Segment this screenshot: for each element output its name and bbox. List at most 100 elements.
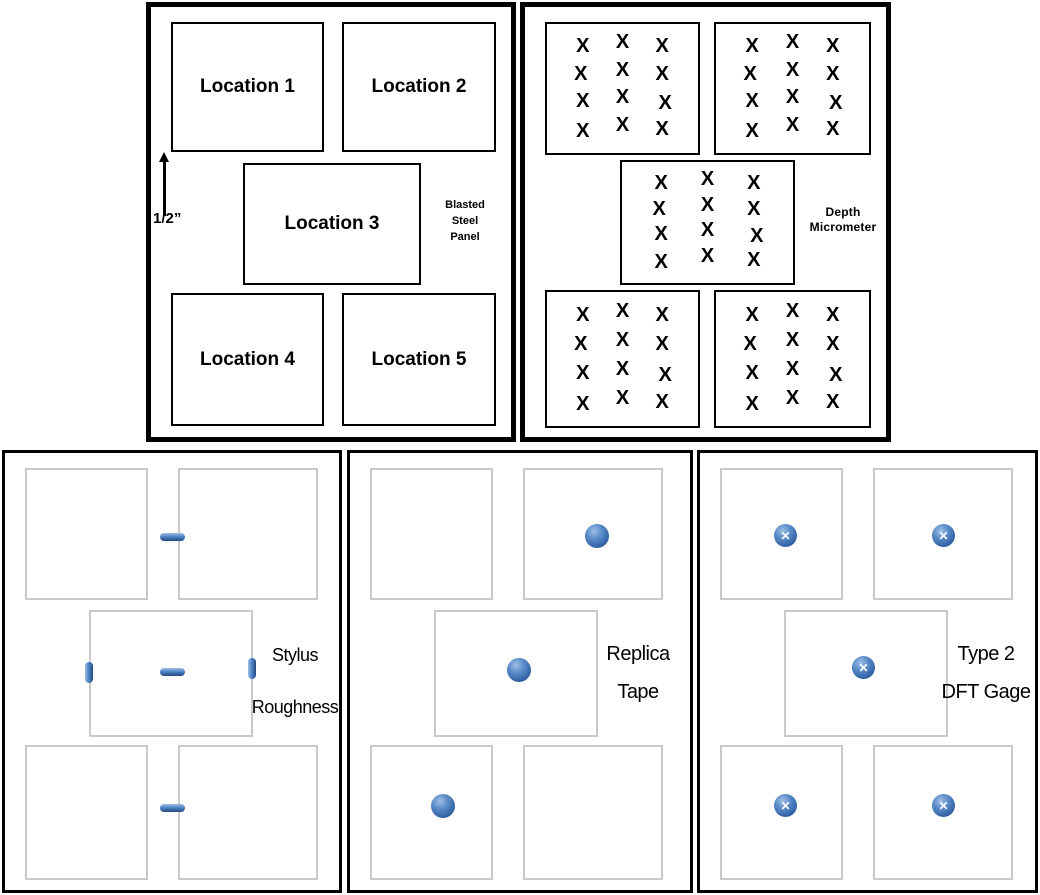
x-mark: X bbox=[785, 357, 800, 380]
x-mark: X bbox=[826, 62, 840, 85]
replica-tape-panel: Replica Tape bbox=[347, 450, 693, 893]
location-1-label: Location 1 bbox=[199, 76, 295, 97]
location-4-label: Location 4 bbox=[199, 348, 295, 370]
x-mark: X bbox=[700, 245, 715, 268]
up-arrow-icon bbox=[157, 152, 171, 216]
x-mark: X bbox=[576, 90, 590, 113]
location-4-rect: Location 4 bbox=[171, 293, 324, 426]
x-mark: X bbox=[654, 251, 668, 274]
caption-line: Roughness bbox=[251, 697, 339, 717]
micrometer-panel-caption: Depth Micrometer bbox=[797, 205, 889, 235]
x-mark: X bbox=[743, 62, 757, 85]
x-mark: X bbox=[700, 219, 715, 242]
replica-location-1-rect bbox=[370, 468, 493, 600]
x-mark: X bbox=[576, 303, 590, 326]
dft-circled-x-marker: ✕ bbox=[932, 794, 955, 817]
x-mark: X bbox=[615, 299, 630, 322]
caption-line: Steel bbox=[451, 215, 479, 227]
x-mark: X bbox=[745, 90, 759, 113]
x-mark: X bbox=[576, 392, 590, 415]
x-mark: X bbox=[700, 193, 715, 216]
x-mark: X bbox=[658, 92, 672, 115]
location-5-rect: Location 5 bbox=[342, 293, 496, 426]
stylus-mark bbox=[248, 658, 256, 679]
blasted-steel-panel: Location 1 Location 2 Location 3 Locatio… bbox=[146, 2, 516, 442]
caption-line: Type 2 bbox=[957, 643, 1015, 665]
x-mark: X bbox=[655, 62, 669, 85]
x-mark: X bbox=[654, 223, 668, 246]
x-mark: X bbox=[745, 361, 759, 384]
caption-line: Depth bbox=[825, 205, 861, 219]
x-mark: X bbox=[826, 332, 840, 355]
dft-circled-x-marker: ✕ bbox=[774, 794, 797, 817]
location-5-label: Location 5 bbox=[371, 348, 467, 370]
x-mark: X bbox=[785, 86, 800, 109]
x-mark: X bbox=[826, 303, 840, 326]
x-mark: X bbox=[747, 249, 761, 272]
x-mark: X bbox=[785, 30, 800, 53]
caption-line: Stylus bbox=[271, 645, 319, 665]
location-3-rect: Location 3 bbox=[243, 163, 421, 285]
x-mark: X bbox=[655, 118, 669, 141]
replica-location-4-rect bbox=[370, 745, 493, 880]
x-mark: X bbox=[615, 357, 630, 380]
dft-gage-panel: ✕ ✕ ✕ ✕ ✕ Type 2 DFT Gage bbox=[697, 450, 1038, 893]
x-mark: X bbox=[743, 332, 757, 355]
half-inch-label: 1/2” bbox=[153, 210, 182, 227]
caption-line: Panel bbox=[450, 231, 480, 243]
stylus-mark bbox=[160, 533, 185, 541]
x-mark: X bbox=[615, 114, 630, 137]
x-mark: X bbox=[750, 225, 764, 248]
x-mark: X bbox=[615, 328, 630, 351]
x-mark: X bbox=[615, 86, 630, 109]
arrow-head bbox=[159, 152, 169, 162]
x-mark: X bbox=[747, 171, 761, 194]
caption-line: DFT Gage bbox=[941, 681, 1032, 703]
x-mark: X bbox=[785, 114, 800, 137]
x-mark: X bbox=[745, 34, 759, 57]
location-2-label: Location 2 bbox=[371, 76, 467, 97]
x-mark: X bbox=[574, 332, 588, 355]
replica-tape-dot bbox=[431, 794, 455, 818]
stylus-panel-caption: Stylus Roughness bbox=[247, 629, 343, 733]
x-mark: X bbox=[655, 390, 669, 413]
x-mark: X bbox=[652, 197, 666, 220]
x-mark: X bbox=[745, 392, 759, 415]
replica-tape-dot bbox=[507, 658, 531, 682]
x-mark: X bbox=[785, 299, 800, 322]
dft-circled-x-marker: ✕ bbox=[932, 524, 955, 547]
replica-panel-caption: Replica Tape bbox=[588, 635, 688, 711]
replica-location-5-rect bbox=[523, 745, 663, 880]
stylus-location-1-rect bbox=[25, 468, 148, 600]
x-mark: X bbox=[615, 30, 630, 53]
replica-tape-dot bbox=[585, 524, 609, 548]
dft-circled-x-marker: ✕ bbox=[852, 656, 875, 679]
stylus-location-2-rect bbox=[178, 468, 318, 600]
caption-line: Replica bbox=[606, 643, 670, 665]
x-mark: X bbox=[745, 303, 759, 326]
x-mark: X bbox=[615, 58, 630, 81]
x-mark: X bbox=[785, 328, 800, 351]
stylus-mark bbox=[160, 668, 185, 676]
x-mark: X bbox=[829, 92, 843, 115]
x-mark: X bbox=[829, 363, 843, 386]
x-mark: X bbox=[576, 34, 590, 57]
x-mark: X bbox=[700, 167, 715, 190]
location-3-label: Location 3 bbox=[284, 213, 380, 234]
x-mark: X bbox=[655, 332, 669, 355]
x-mark: X bbox=[574, 62, 588, 85]
x-mark: X bbox=[655, 303, 669, 326]
x-mark: X bbox=[785, 386, 800, 409]
stylus-location-4-rect bbox=[25, 745, 148, 880]
